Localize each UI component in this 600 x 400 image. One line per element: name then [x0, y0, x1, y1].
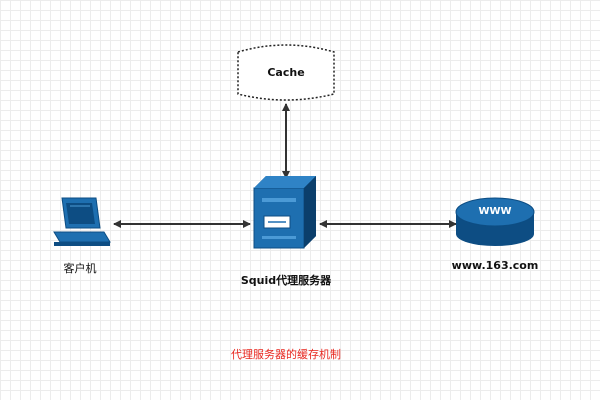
- cache-label: Cache: [267, 66, 305, 79]
- proxy-label: Squid代理服务器: [240, 274, 332, 287]
- www-badge: WWW: [478, 206, 512, 217]
- client-label: 客户机: [63, 262, 97, 275]
- database-disk-icon[interactable]: [455, 197, 535, 246]
- web-label: www.163.com: [451, 259, 539, 272]
- desktop-computer-icon[interactable]: [53, 197, 111, 246]
- server-tower-icon[interactable]: [253, 176, 316, 249]
- cache-node[interactable]: [237, 44, 335, 101]
- diagram-caption: 代理服务器的缓存机制: [231, 348, 341, 361]
